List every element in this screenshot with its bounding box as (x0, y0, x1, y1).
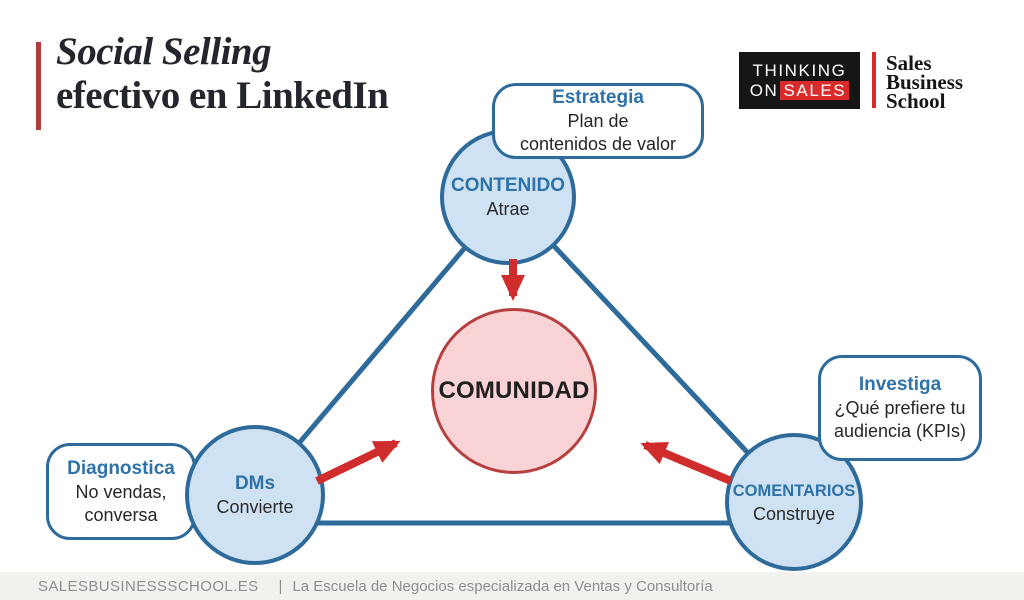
node-comunidad: COMUNIDAD (431, 308, 597, 474)
arrow-comentarios-to-comunidad (640, 441, 733, 485)
callout-estrategia-line-1: Plan de (567, 111, 629, 131)
node-comunidad-title: COMUNIDAD (438, 377, 590, 404)
node-comentarios-title: COMENTARIOS (732, 481, 856, 500)
sales-business-school-wordmark: Sales Business School (886, 51, 964, 113)
callout-diagnostica-title: Diagnostica (67, 457, 175, 479)
node-comentarios-subtitle: Construye (752, 503, 836, 524)
wordmark-line-2: Business (886, 70, 964, 94)
footer-website: SALESBUSINESSSCHOOL.ES (38, 577, 259, 595)
callout-estrategia: Estrategia Plan de contenidos de valor (492, 83, 704, 159)
callout-diagnostica-line-1: No vendas, (75, 481, 167, 502)
page-title: Social Selling efectivo en LinkedIn (56, 30, 389, 118)
callout-diagnostica: Diagnostica No vendas, conversa (46, 443, 196, 540)
callout-investiga-line-1: ¿Qué prefiere tu (834, 398, 966, 418)
node-dms: DMs Convierte (185, 425, 325, 565)
node-contenido-title: CONTENIDO (451, 174, 565, 196)
arrow-dms-to-comunidad (315, 439, 401, 485)
logo-divider (872, 52, 876, 108)
footer-bar: SALESBUSINESSSCHOOL.ES | La Escuela de N… (0, 572, 1024, 600)
node-dms-subtitle: Convierte (216, 496, 294, 517)
title-line-2: efectivo en LinkedIn (56, 74, 389, 117)
logo-word-on: ON (749, 80, 779, 100)
footer-divider: | (278, 577, 283, 595)
callout-estrategia-line-2: contenidos de valor (519, 134, 677, 154)
callout-investiga-title: Investiga (858, 374, 942, 395)
logo-word-thinking: THINKING (752, 60, 847, 80)
title-accent-bar (36, 42, 41, 130)
node-contenido-subtitle: Atrae (486, 198, 530, 219)
logo-word-sales: SALES (780, 80, 850, 100)
callout-diagnostica-line-2: conversa (84, 504, 158, 525)
callout-investiga: Investiga ¿Qué prefiere tu audiencia (KP… (818, 355, 982, 461)
callout-investiga-line-2: audiencia (KPIs) (833, 421, 967, 441)
footer-tagline: La Escuela de Negocios especializada en … (292, 577, 713, 595)
title-line-1: Social Selling (56, 30, 272, 73)
callout-estrategia-title: Estrategia (552, 87, 644, 108)
node-dms-title: DMs (234, 472, 276, 494)
wordmark-line-3: School (886, 89, 946, 113)
wordmark-line-1: Sales (886, 51, 932, 75)
